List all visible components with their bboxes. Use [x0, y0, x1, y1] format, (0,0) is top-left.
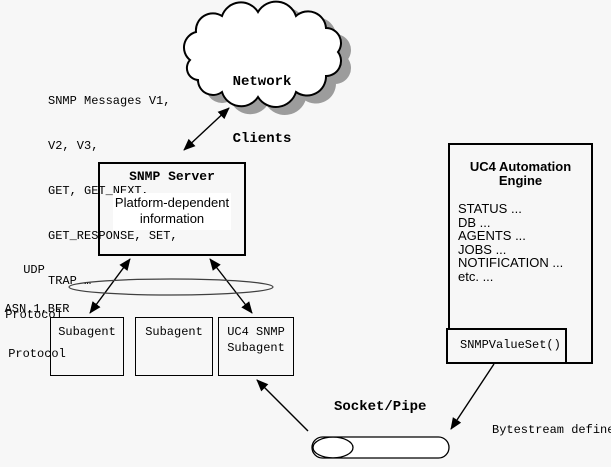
- arrow-cloud-server: [183, 107, 230, 151]
- uc4-engine-item: etc. ...: [458, 268, 494, 284]
- snmp-server-box: SNMP Server Platform-dependent informati…: [98, 162, 246, 256]
- arrow-pipe-to-uc4-subagent: [256, 379, 309, 432]
- subagent-middle-box: Subagent: [135, 317, 213, 376]
- uc4-engine-item: DB ...: [458, 214, 491, 230]
- cloud-label-line: Network: [232, 74, 292, 90]
- snmp-server-info: Platform-dependent information: [113, 193, 231, 230]
- udp-protocol-label: UDP Protocol: [4, 233, 64, 353]
- protocol-ellipse: [68, 278, 274, 296]
- uc4-engine-item: JOBS ...: [458, 241, 507, 257]
- cloud-label: Network Clients: [193, 35, 331, 187]
- pipe-endcap: [312, 436, 354, 459]
- snmp-server-title: SNMP Server: [129, 169, 215, 184]
- snmpvalueset-box: SNMPValueSet(): [446, 328, 567, 364]
- udp-protocol-line: UDP: [23, 263, 45, 277]
- arrow-server-subagent-left: [89, 258, 131, 314]
- uc4-engine-item: STATUS ...: [458, 201, 522, 216]
- uc4-snmp-subagent-box: UC4 SNMP Subagent: [218, 317, 294, 376]
- uc4-snmp-subagent-line: Subagent: [227, 341, 285, 355]
- snmp-messages-line: TRAP …: [48, 274, 92, 288]
- snmp-messages-line: GET_RESPONSE, SET,: [48, 229, 178, 243]
- subagent-left-box: Subagent: [50, 317, 124, 376]
- snmpvalueset-label: SNMPValueSet(): [460, 338, 561, 352]
- asn-ber-protocol-label: ASN.1,BER Protocol: [1, 272, 73, 392]
- uc4-automation-engine-box: UC4 Automation Engine STATUS ... DB ... …: [448, 143, 593, 364]
- uc4-engine-item: NOTIFICATION ...: [458, 255, 564, 270]
- uc4-snmp-subagent-label: UC4 SNMP Subagent: [219, 318, 293, 356]
- arrow-server-uc4-subagent: [209, 258, 253, 314]
- subagent-left-label: Subagent: [58, 325, 116, 339]
- uc4-engine-item-list: STATUS ... DB ... AGENTS ... JOBS ... NO…: [458, 202, 591, 283]
- cloud-label-line: Clients: [232, 131, 292, 147]
- arrow-engine-to-pipe: [450, 363, 495, 430]
- subagent-middle-label: Subagent: [145, 325, 203, 339]
- uc4-engine-item: AGENTS ...: [458, 228, 526, 243]
- uc4-snmp-subagent-line: UC4 SNMP: [227, 325, 285, 339]
- cloud-shape: [183, 0, 342, 108]
- pipe-cylinder: [311, 436, 450, 459]
- snmp-messages-line: SNMP Messages V1,: [48, 94, 171, 108]
- snmp-messages-line: V2, V3,: [48, 139, 99, 153]
- bytestream-line: Bytestream defined: [492, 423, 611, 437]
- socket-pipe-label: Socket/Pipe: [334, 399, 427, 415]
- bytestream-label: Bytestream defined by UC4: [492, 393, 611, 467]
- asn-ber-protocol-line: Protocol: [8, 347, 66, 361]
- asn-ber-protocol-line: ASN.1,BER: [4, 302, 70, 316]
- uc4-engine-title: UC4 Automation Engine: [469, 159, 572, 188]
- udp-protocol-line: Protocol: [5, 308, 63, 322]
- snmp-messages-label: SNMP Messages V1, V2, V3, GET, GET_NEXT,…: [48, 64, 178, 319]
